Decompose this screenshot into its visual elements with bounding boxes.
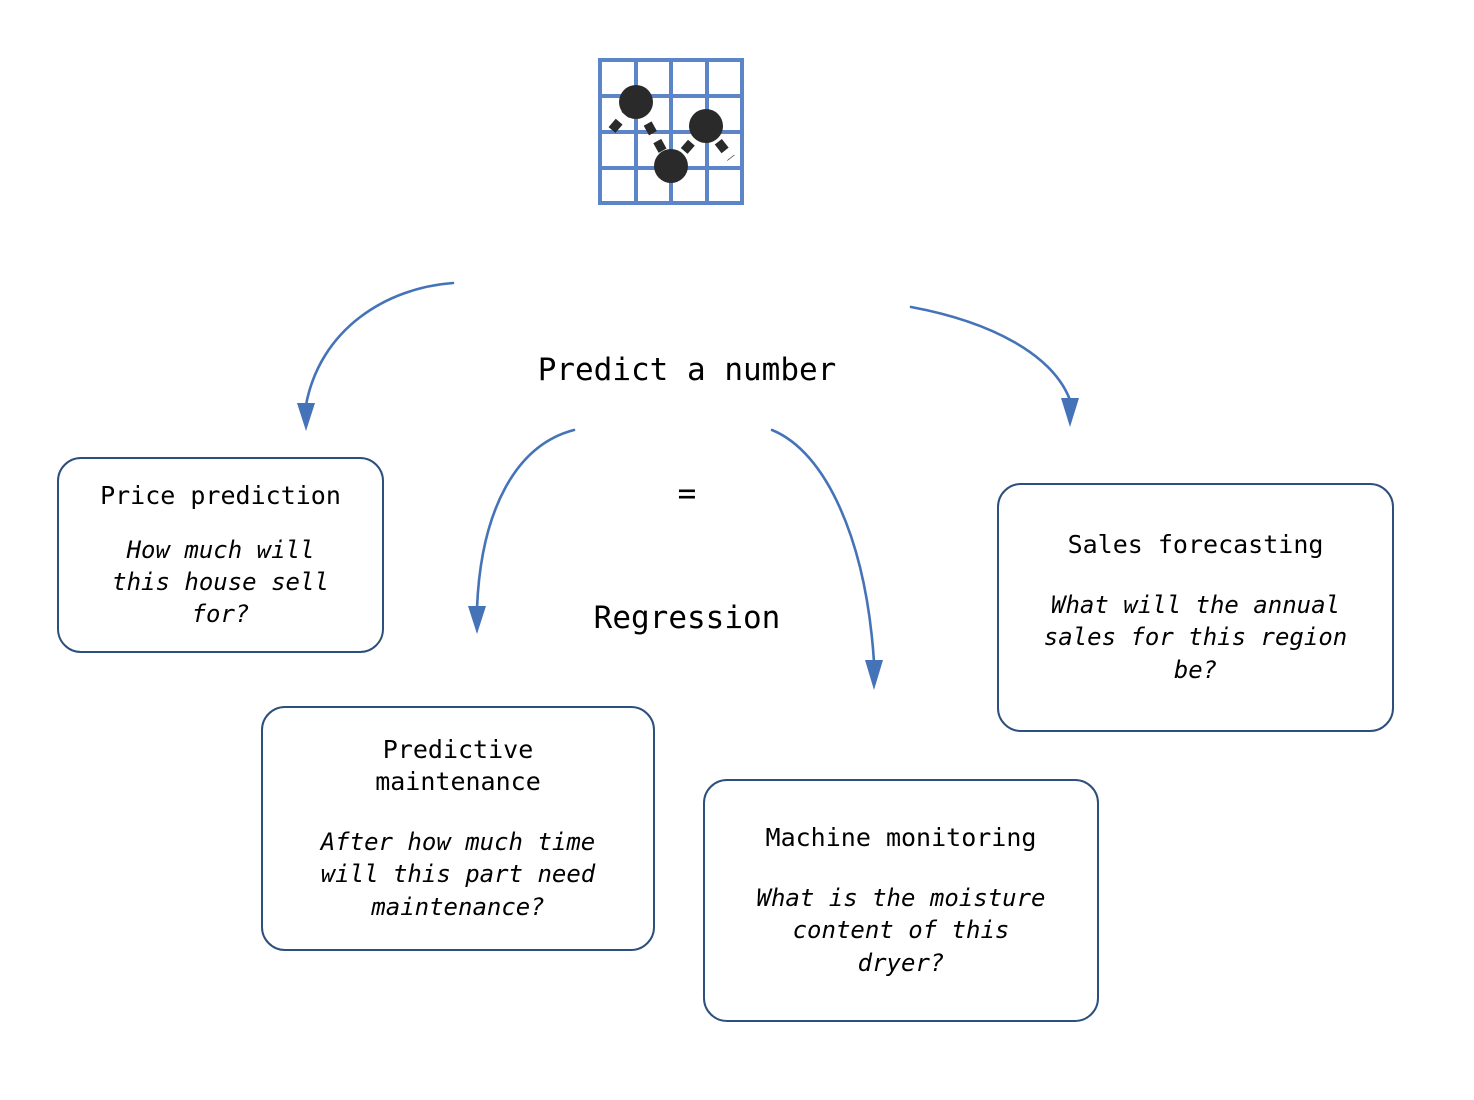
regression-scatter-chart-icon bbox=[598, 58, 744, 205]
box-question-machine-monitoring: What is the moisture content of this dry… bbox=[756, 884, 1046, 977]
use-case-box-machine-monitoring[interactable]: Machine monitoring What is the moisture … bbox=[703, 779, 1099, 1022]
box-question-predictive-maintenance: After how much time will this part need … bbox=[320, 828, 596, 921]
box-title-sales-forecasting: Sales forecasting bbox=[1067, 530, 1324, 560]
box-title-price-prediction: Price prediction bbox=[100, 480, 341, 510]
box-question-sales-forecasting: What will the annual sales for this regi… bbox=[1043, 591, 1348, 684]
use-case-box-sales-forecasting[interactable]: Sales forecasting What will the annual s… bbox=[997, 483, 1394, 732]
diagram-title: Predict a number = Regression bbox=[437, 268, 937, 721]
title-line-3: Regression bbox=[593, 599, 781, 636]
arrow-to-price-prediction bbox=[297, 281, 455, 431]
use-case-box-predictive-maintenance[interactable]: Predictive maintenance After how much ti… bbox=[261, 706, 655, 951]
title-line-2: = bbox=[677, 476, 697, 513]
box-title-machine-monitoring: Machine monitoring bbox=[765, 823, 1037, 853]
box-title-predictive-maintenance: Predictive maintenance bbox=[375, 735, 541, 797]
title-line-1: Predict a number bbox=[537, 352, 837, 389]
use-case-box-price-prediction[interactable]: Price prediction How much will this hous… bbox=[57, 457, 384, 653]
box-question-price-prediction: How much will this house sell for? bbox=[112, 535, 329, 629]
